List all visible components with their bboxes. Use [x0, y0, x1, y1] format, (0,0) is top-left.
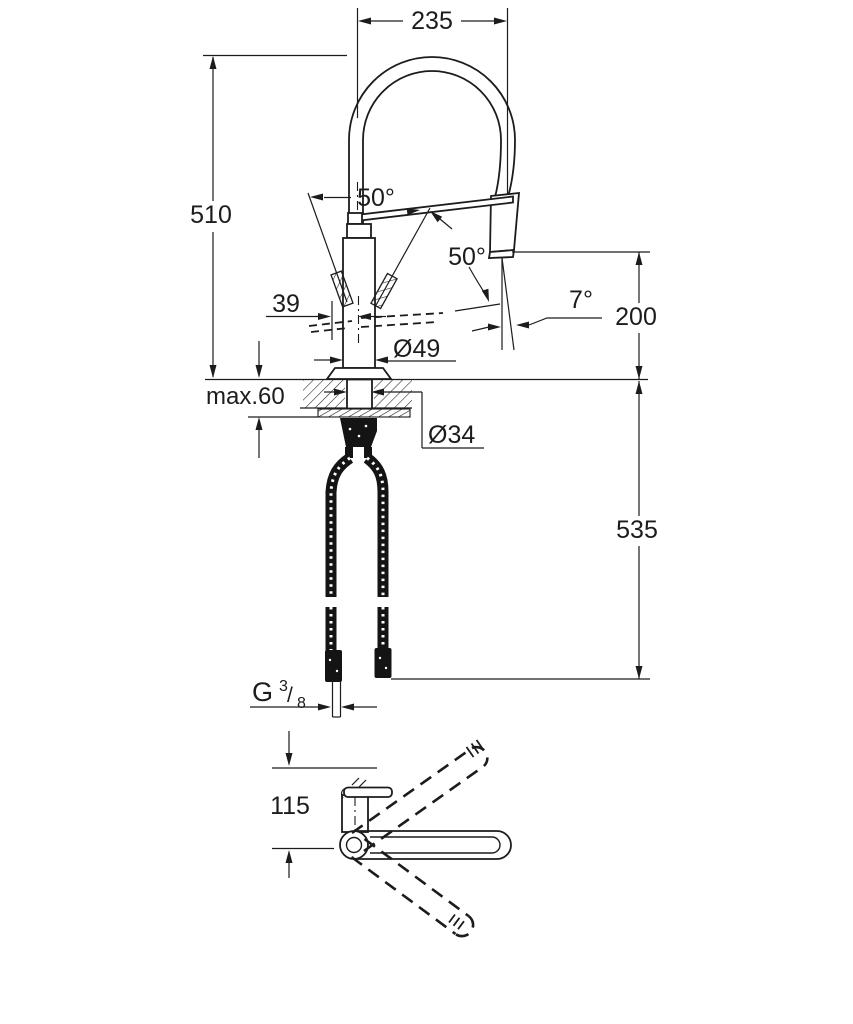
angle-head-tilt: 7° — [471, 257, 602, 351]
plan-view: 115 — [270, 731, 512, 938]
thread-denominator: 8 — [297, 695, 306, 712]
dim-hose-drop: 535 — [391, 381, 658, 680]
dim-spout-reach: 235 — [356, 7, 509, 194]
dim-510-label: 510 — [190, 201, 232, 229]
dim-plan-offset: 115 — [270, 731, 377, 878]
handle-hidden-position — [308, 320, 353, 327]
thread-slash: / — [287, 684, 293, 707]
front-view: 235 510 50° 50° — [190, 7, 658, 718]
base-flange — [325, 367, 393, 380]
dim-39-label: 39 — [272, 290, 300, 318]
handle-tip-left — [330, 270, 354, 308]
dim-115-label: 115 — [270, 792, 310, 820]
faucet-body — [325, 56, 520, 410]
dim-total-height: 510 — [190, 54, 347, 378]
hose-connector-left — [325, 650, 342, 682]
under-counter-hardware — [325, 418, 392, 718]
dim-counter-thickness: max.60 — [206, 341, 318, 458]
handle-cap — [347, 212, 363, 225]
spout-arch-inner — [362, 70, 502, 224]
dim-235-label: 235 — [411, 7, 453, 35]
handle-swing-annotation — [307, 182, 453, 345]
dim-200-label: 200 — [615, 303, 657, 331]
angle-50-left-label: 50° — [357, 184, 395, 212]
plan-lever — [343, 786, 393, 798]
plan-faucet — [339, 777, 512, 860]
hose-left — [325, 453, 354, 718]
dim-max60-label: max.60 — [206, 383, 285, 410]
spout-arch-outer — [348, 56, 516, 224]
angle-7-label: 7° — [569, 286, 593, 314]
hose-outlet-right — [364, 447, 372, 458]
thread-numerator: 3 — [279, 678, 288, 695]
thread-symbol: G — [252, 677, 273, 707]
shank — [346, 378, 373, 410]
body-neck — [346, 223, 372, 239]
dim-body-diameter: Ø49 — [314, 335, 456, 364]
plan-swivel-joint — [339, 830, 369, 860]
mounting-nut — [340, 418, 377, 447]
dim-535-label: 535 — [616, 516, 658, 544]
hose-outlet-left — [345, 447, 353, 458]
dim-outlet-height: 200 — [512, 251, 657, 379]
plan-spout-swung-up — [351, 739, 489, 853]
plan-spout-solid — [354, 830, 512, 860]
angle-50-right-label: 50° — [448, 243, 486, 271]
handle-tip-right — [370, 272, 398, 310]
tilt-line — [501, 257, 515, 351]
dim-shank-diameter: Ø34 — [324, 388, 484, 449]
angle-50-right: 50° — [448, 243, 501, 312]
dim-d49-label: Ø49 — [393, 335, 440, 363]
dim-d34-label: Ø34 — [428, 421, 475, 449]
spray-outlet — [487, 249, 516, 259]
angle-50-left: 50° — [310, 184, 395, 212]
countertop-section — [205, 378, 648, 418]
dim-handle-offset: 39 — [266, 290, 386, 340]
mounting-plate — [317, 408, 411, 418]
dim-thread: G 3 / 8 — [250, 677, 377, 712]
plan-spout-swung-down — [350, 837, 475, 938]
hose-connector-right — [374, 648, 392, 678]
hose-right — [363, 453, 392, 678]
